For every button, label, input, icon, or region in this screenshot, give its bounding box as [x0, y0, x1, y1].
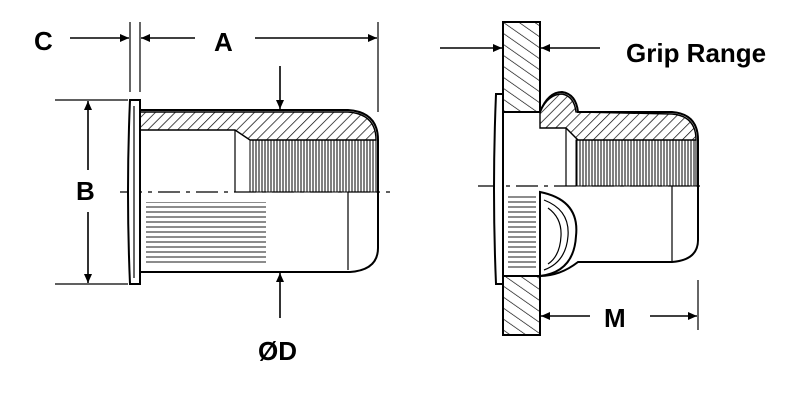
coil-line-2	[547, 207, 562, 265]
bulged-coil	[539, 190, 578, 278]
left-view	[120, 99, 390, 285]
left-lower-ribs	[146, 202, 266, 264]
coil-line-1	[543, 199, 569, 271]
left-dimensions	[55, 22, 379, 318]
label-b: B	[76, 176, 95, 206]
left-upper-wall-hatch	[139, 111, 377, 141]
label-m: M	[604, 303, 626, 333]
right-knurl-band	[575, 139, 697, 187]
right-dimensions	[440, 44, 699, 330]
label-d: ØD	[258, 336, 297, 366]
label-a: A	[214, 27, 233, 57]
label-c: C	[34, 26, 53, 56]
left-knurl-band	[249, 139, 377, 193]
label-grip-range: Grip Range	[626, 38, 766, 68]
right-lower-ribs	[508, 196, 536, 270]
right-flange	[493, 93, 504, 285]
right-upper-wall-hatch	[539, 93, 697, 141]
right-view	[478, 21, 705, 336]
